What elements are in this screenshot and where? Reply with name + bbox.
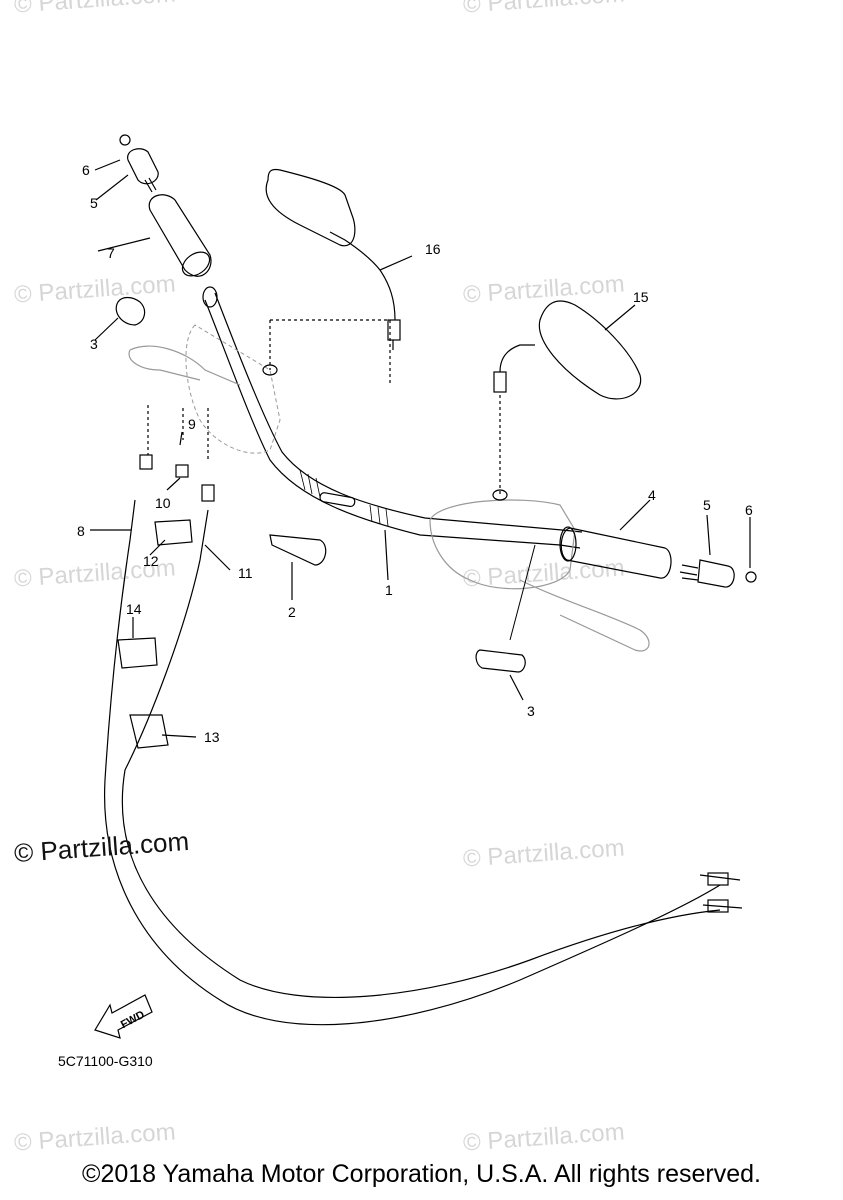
bar-end-weight-right — [697, 559, 735, 588]
collar-left — [115, 296, 146, 326]
callout-15: 15 — [633, 289, 649, 305]
callout-5: 5 — [90, 195, 98, 211]
clamp-12 — [154, 519, 193, 546]
callout-14: 14 — [126, 601, 142, 617]
cable-11 — [121, 509, 721, 999]
callout-9: 9 — [188, 416, 196, 432]
handlebar — [204, 299, 581, 549]
handlebar-edge — [214, 292, 583, 533]
screw-left — [119, 134, 131, 146]
collar-right — [475, 649, 526, 673]
cable-clip — [269, 534, 327, 566]
left-grip — [148, 194, 212, 277]
callout-13: 13 — [204, 729, 220, 745]
callout-11: 11 — [238, 565, 253, 581]
copyright-notice: ©2018 Yamaha Motor Corporation, U.S.A. A… — [82, 1160, 761, 1188]
fwd-label: FWD — [119, 1009, 147, 1031]
callout-6: 6 — [82, 162, 90, 178]
callout-12: 12 — [143, 553, 159, 569]
diagram-code: 5C71100-G310 — [58, 1053, 153, 1069]
callout-8: 8 — [77, 523, 85, 539]
screw-right — [745, 571, 757, 583]
cable-8 — [103, 499, 721, 1026]
callout-4: 4 — [648, 487, 656, 503]
callout-5-right: 5 — [703, 497, 711, 513]
callout-7: 7 — [107, 245, 115, 261]
callout-10: 10 — [155, 495, 171, 511]
callout-1: 1 — [385, 582, 393, 598]
callout-3: 3 — [90, 336, 98, 352]
callout-3-right: 3 — [527, 703, 535, 719]
callout-2: 2 — [288, 604, 296, 620]
fwd-arrow — [94, 994, 153, 1039]
bar-end-weight-left — [127, 148, 159, 185]
right-grip — [560, 527, 672, 579]
callout-16: 16 — [425, 241, 441, 257]
clamp-13 — [129, 714, 169, 749]
handlebar-end — [202, 286, 218, 308]
clamp-14 — [117, 637, 158, 669]
callout-6-right: 6 — [745, 502, 753, 518]
mirror-left — [265, 168, 356, 247]
mirror-right — [538, 300, 642, 400]
